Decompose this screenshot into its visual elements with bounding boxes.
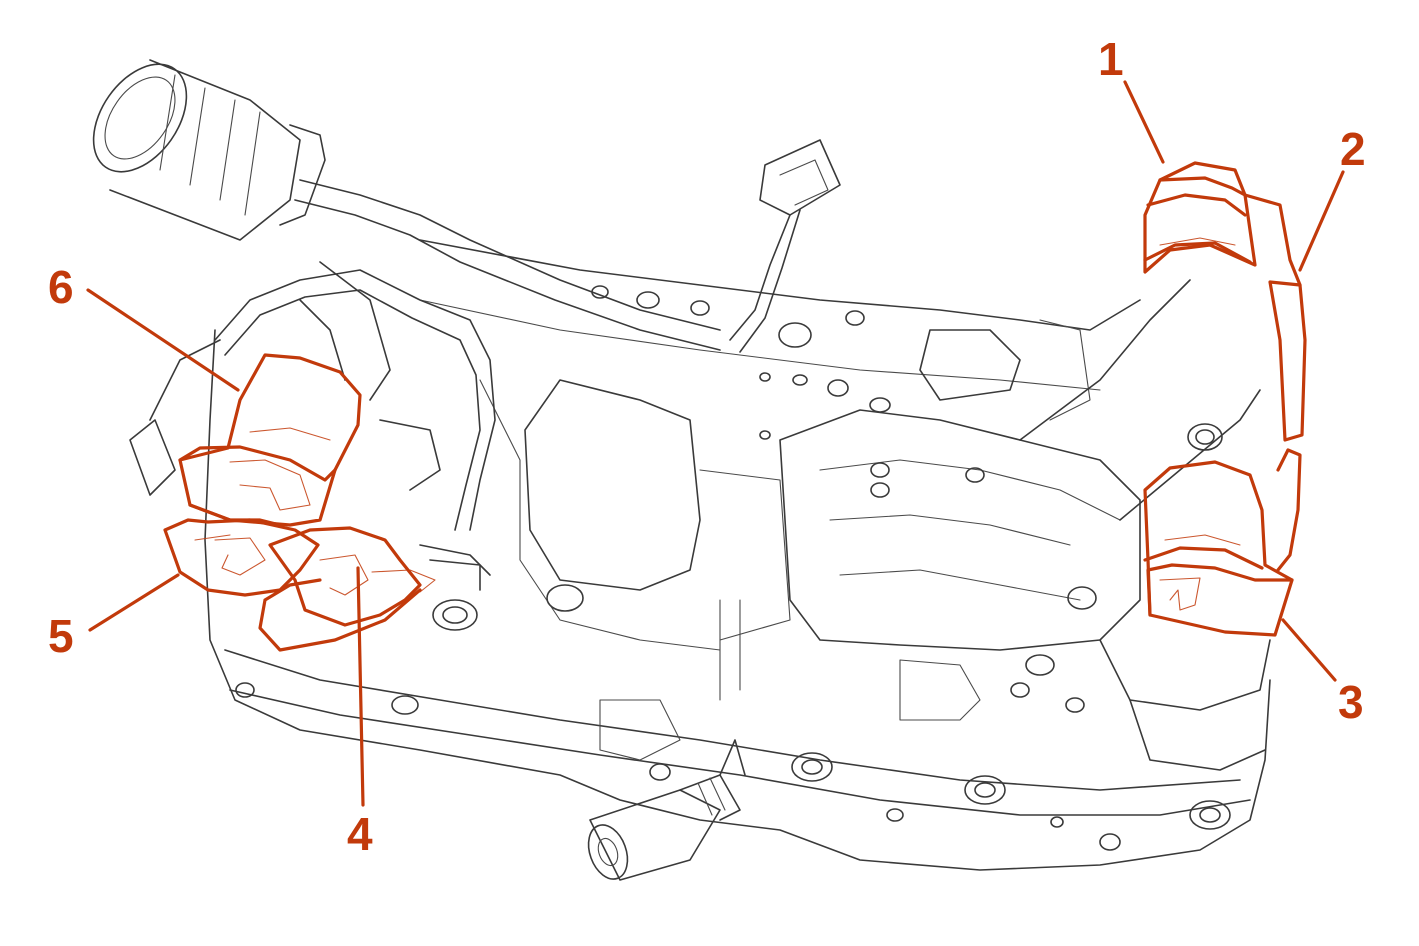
solenoid-3-highlight [1143, 460, 1294, 637]
leader-line-5 [88, 573, 180, 632]
solenoid-2-highlight [1243, 193, 1307, 572]
callout-3: 3 [1338, 676, 1364, 728]
solenoid-5-highlight [163, 518, 320, 597]
harness-connector-illustration [92, 59, 721, 351]
callout-labels: 1 2 3 4 5 6 [48, 33, 1366, 860]
leader-line-4 [356, 566, 365, 807]
solenoid-1-highlight [1143, 161, 1257, 274]
valve-body-plate [204, 239, 1271, 871]
bolt-holes [235, 285, 1231, 851]
leader-line-2 [1298, 170, 1345, 272]
leader-line-1 [1123, 80, 1165, 164]
callout-4: 4 [347, 808, 373, 860]
leader-line-3 [1281, 618, 1337, 682]
callout-2: 2 [1340, 123, 1366, 175]
valve-body-line-art [92, 59, 1271, 881]
leader-line-6 [86, 288, 240, 392]
callout-1: 1 [1098, 33, 1124, 85]
solenoid-4-highlight [258, 526, 436, 652]
leader-lines [86, 80, 1345, 807]
wire-connector-illustration [729, 139, 841, 353]
highlighted-solenoids [163, 161, 1307, 652]
lower-solenoid-illustration [587, 739, 746, 881]
wiring-harness-left [129, 261, 496, 591]
callout-6: 6 [48, 261, 74, 313]
callout-5: 5 [48, 610, 74, 662]
